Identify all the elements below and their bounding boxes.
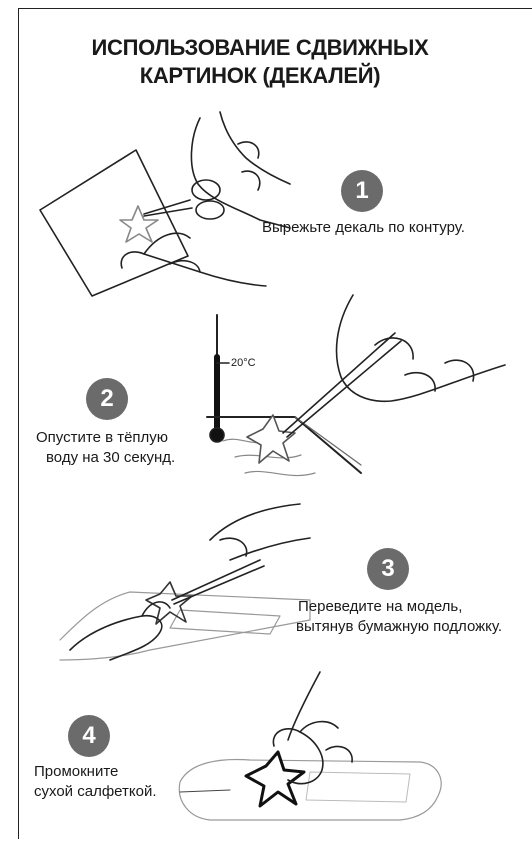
step4-number-badge: 4 — [68, 715, 110, 757]
hand-icon — [70, 602, 170, 660]
callout-leader — [180, 790, 230, 792]
step3-number-badge: 3 — [367, 548, 409, 590]
thermometer-temperature: 20°C — [231, 357, 256, 369]
model-surface — [179, 760, 441, 820]
title-line-2: КАРТИНОК (ДЕКАЛЕЙ) — [40, 62, 480, 90]
step2-number-badge: 2 — [86, 378, 128, 420]
model-panel — [306, 772, 410, 802]
title-line-1: ИСПОЛЬЗОВАНИЕ СДВИЖНЫХ — [40, 34, 480, 62]
thermometer-icon — [210, 315, 229, 442]
hand-icon — [210, 504, 310, 560]
hand-icon — [273, 672, 352, 784]
water-tray-edge — [295, 417, 361, 465]
step2-instruction: Опустите в тёплую воду на 30 секунд. — [36, 428, 175, 468]
step1-illustration — [40, 108, 290, 298]
step4-illustration — [170, 662, 450, 832]
step3-illustration — [60, 500, 350, 670]
decal-sheet — [40, 150, 188, 296]
step1-instruction: Вырежьте декаль по контуру. — [262, 218, 465, 238]
step2-illustration — [205, 285, 510, 495]
hand-icon — [337, 295, 505, 401]
step1-number-badge: 1 — [341, 170, 383, 212]
step4-instruction: Промокните сухой салфеткой. — [34, 762, 157, 802]
page-title: ИСПОЛЬЗОВАНИЕ СДВИЖНЫХ КАРТИНОК (ДЕКАЛЕЙ… — [40, 34, 480, 90]
step3-instruction: Переведите на модель, вытянув бумажную п… — [298, 597, 502, 637]
